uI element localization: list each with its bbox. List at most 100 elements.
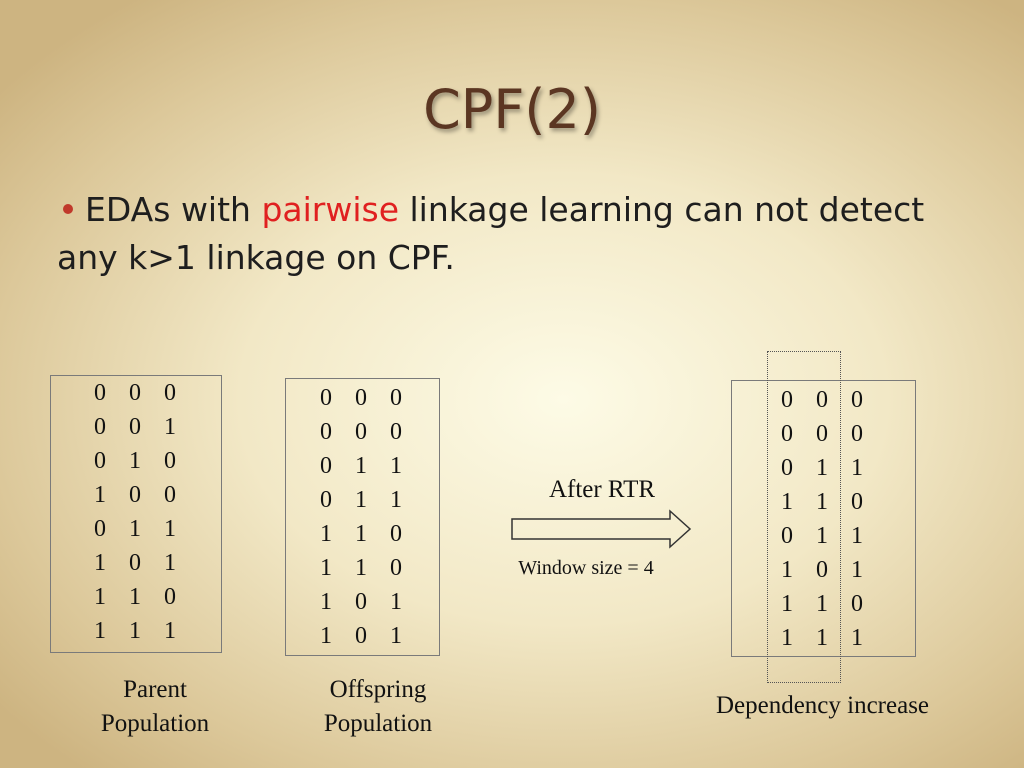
parent-matrix-cell: 1: [164, 414, 176, 440]
offspring-matrix-cell: 1: [355, 521, 367, 547]
parent-matrix-cell: 1: [164, 516, 176, 542]
result-matrix-cell: 1: [816, 523, 828, 549]
offspring-matrix-cell: 1: [320, 521, 332, 547]
offspring-matrix-cell: 0: [355, 589, 367, 615]
result-matrix-cell: 1: [816, 591, 828, 617]
offspring-matrix-cell: 0: [320, 385, 332, 411]
parent-matrix-cell: 0: [129, 380, 141, 406]
parent-matrix-cell: 0: [164, 482, 176, 508]
offspring-matrix-cell: 0: [355, 385, 367, 411]
dependency-highlight-box: [767, 351, 841, 683]
parent-matrix-cell: 1: [94, 584, 106, 610]
offspring-matrix-cell: 0: [320, 453, 332, 479]
parent-caption-line1: Parent: [123, 676, 187, 703]
result-matrix-cell: 1: [781, 557, 793, 583]
result-matrix-cell: 0: [781, 523, 793, 549]
parent-matrix-cell: 1: [94, 618, 106, 644]
bullet-text-before: EDAs with: [85, 190, 262, 229]
offspring-matrix-cell: 1: [390, 487, 402, 513]
right-arrow-icon: [511, 509, 692, 549]
parent-matrix-cell: 0: [164, 448, 176, 474]
parent-matrix-cell: 1: [94, 482, 106, 508]
result-matrix-cell: 0: [851, 489, 863, 515]
offspring-matrix-cell: 0: [320, 419, 332, 445]
parent-matrix-cell: 1: [164, 550, 176, 576]
result-matrix-cell: 0: [781, 387, 793, 413]
offspring-matrix-cell: 1: [355, 555, 367, 581]
result-matrix-cell: 1: [816, 455, 828, 481]
result-matrix-cell: 0: [851, 421, 863, 447]
parent-caption: Parent Population: [60, 673, 250, 741]
result-matrix-cell: 1: [816, 489, 828, 515]
offspring-matrix-cell: 0: [390, 419, 402, 445]
parent-matrix-cell: 0: [164, 380, 176, 406]
offspring-matrix-cell: 1: [320, 589, 332, 615]
result-matrix-cell: 1: [781, 625, 793, 651]
offspring-matrix-cell: 0: [390, 555, 402, 581]
bullet-point: EDAs with pairwise linkage learning can …: [57, 186, 977, 282]
parent-matrix-cell: 1: [129, 584, 141, 610]
result-matrix-cell: 1: [851, 455, 863, 481]
parent-matrix-cell: 1: [129, 516, 141, 542]
result-matrix-cell: 0: [816, 387, 828, 413]
result-matrix-cell: 1: [781, 591, 793, 617]
offspring-caption: Offspring Population: [283, 673, 473, 741]
result-matrix-cell: 0: [816, 421, 828, 447]
bullet-highlight: pairwise: [261, 190, 400, 229]
parent-matrix-cell: 1: [164, 618, 176, 644]
offspring-matrix-cell: 0: [320, 487, 332, 513]
result-matrix-cell: 1: [851, 557, 863, 583]
result-matrix-cell: 0: [851, 387, 863, 413]
result-matrix-cell: 1: [781, 489, 793, 515]
parent-matrix-cell: 0: [129, 414, 141, 440]
offspring-matrix-cell: 0: [355, 623, 367, 649]
result-matrix-cell: 1: [851, 523, 863, 549]
after-rtr-label: After RTR: [548, 476, 656, 503]
offspring-matrix-cell: 1: [355, 453, 367, 479]
slide-title: CPF(2): [423, 78, 601, 141]
result-matrix-cell: 0: [781, 455, 793, 481]
parent-matrix-cell: 1: [94, 550, 106, 576]
result-matrix-cell: 0: [851, 591, 863, 617]
offspring-caption-line1: Offspring: [329, 676, 427, 703]
parent-matrix-cell: 0: [129, 550, 141, 576]
offspring-matrix-cell: 0: [355, 419, 367, 445]
bullet-icon: [63, 203, 73, 214]
offspring-matrix-cell: 1: [390, 623, 402, 649]
parent-matrix-cell: 0: [94, 448, 106, 474]
parent-matrix-cell: 0: [164, 584, 176, 610]
parent-caption-line2: Population: [100, 710, 210, 737]
dependency-caption: Dependency increase: [715, 692, 930, 719]
parent-matrix-cell: 1: [129, 448, 141, 474]
offspring-matrix-cell: 0: [390, 385, 402, 411]
parent-matrix-cell: 0: [94, 516, 106, 542]
offspring-matrix-cell: 0: [390, 521, 402, 547]
parent-matrix-cell: 0: [94, 380, 106, 406]
offspring-matrix-cell: 1: [355, 487, 367, 513]
